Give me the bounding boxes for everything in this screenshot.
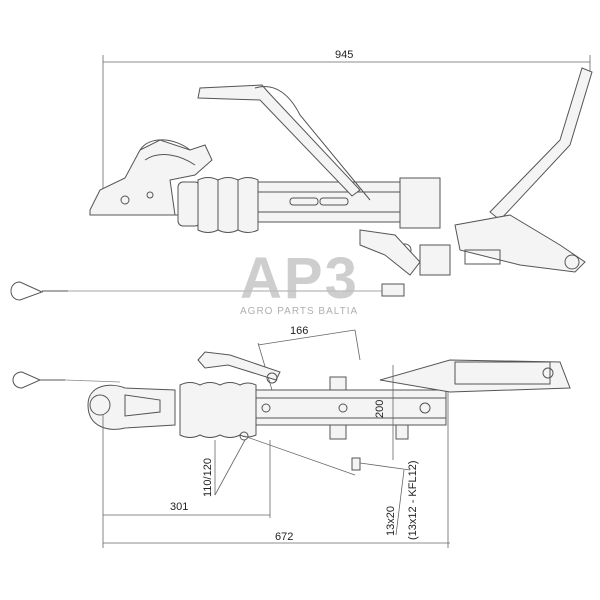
extension-line	[354, 329, 361, 361]
watermark: AP3 AGRO PARTS BALTIA	[240, 246, 359, 317]
watermark-company: AGRO PARTS BALTIA	[240, 306, 358, 317]
side-view: 945	[10, 49, 593, 301]
dimension-166-label: 166	[290, 325, 308, 337]
dimension-line-166	[257, 329, 356, 346]
bellows-plan	[179, 382, 257, 438]
handbrake-lever	[197, 84, 371, 201]
dimension-945-label: 945	[335, 49, 353, 61]
drawbar-housing	[257, 177, 451, 276]
breakaway-lever	[454, 67, 593, 273]
handbrake-lever-plan	[197, 351, 281, 381]
plan-view: 166	[12, 325, 571, 548]
bolt-size-alt-label: (13x12 - KFL12)	[407, 461, 419, 540]
dimension-200-label: 200	[374, 400, 386, 418]
watermark-logo: AP3	[240, 246, 359, 311]
bolt	[351, 457, 361, 471]
breakaway-cable	[10, 281, 405, 301]
coupling-head-plan	[87, 384, 176, 430]
dimension-110-120-label: 110/120	[202, 458, 214, 497]
dimension-672-label: 672	[275, 531, 293, 543]
bolt-size-label: 13x20	[385, 506, 397, 536]
dimension-301-label: 301	[170, 501, 188, 513]
drawbar-plan	[255, 376, 447, 440]
bolt-hole	[239, 431, 249, 441]
bellows	[177, 177, 259, 233]
mounting-plate	[379, 359, 571, 393]
coupling-head	[89, 139, 213, 216]
